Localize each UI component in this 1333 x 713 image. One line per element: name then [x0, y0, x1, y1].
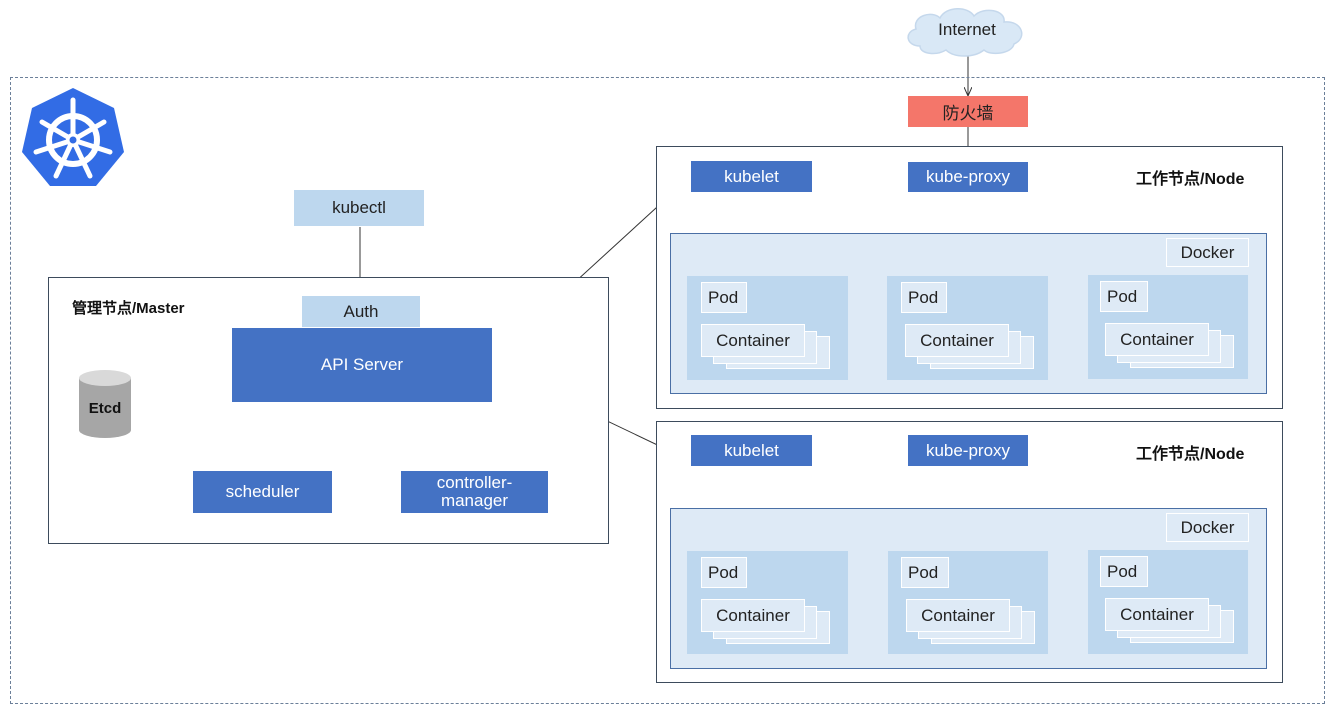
node-2-docker-label: Docker [1166, 513, 1249, 542]
kubernetes-helm-icon [18, 86, 128, 190]
master-title: 管理节点/Master [72, 300, 185, 317]
node-2-pod-3-label: Pod [1100, 556, 1148, 587]
firewall-box: 防火墙 [908, 96, 1028, 127]
auth-box: Auth [302, 296, 420, 327]
node-1-pod-2-container: Container [905, 324, 1009, 357]
internet-label: Internet [938, 20, 996, 39]
node-1-kube-proxy: kube-proxy [908, 162, 1028, 192]
internet-cloud: Internet [898, 2, 1036, 58]
node-2-pod-3-container: Container [1105, 598, 1209, 631]
node-2-title: 工作节点/Node [1136, 446, 1245, 463]
api-server-box: API Server [232, 328, 492, 402]
node-1-kubelet: kubelet [691, 161, 812, 192]
node-2-kube-proxy: kube-proxy [908, 435, 1028, 466]
node-2-pod-2-label: Pod [901, 557, 949, 588]
node-1-docker-label: Docker [1166, 238, 1249, 267]
node-1-pod-1-container: Container [701, 324, 805, 357]
controller-manager-box: controller- manager [401, 471, 548, 513]
kubectl-box: kubectl [294, 190, 424, 226]
node-2-pod-1-container: Container [701, 599, 805, 632]
node-1-pod-2-label: Pod [901, 282, 947, 313]
database-cylinder-icon [79, 370, 131, 438]
node-2-pod-2-container: Container [906, 599, 1010, 632]
cloud-icon [907, 8, 1023, 57]
scheduler-box: scheduler [193, 471, 332, 513]
etcd-label: Etcd [88, 400, 122, 417]
etcd-database: Etcd [78, 369, 132, 439]
node-2-pod-1-label: Pod [701, 557, 747, 588]
node-1-pod-3-container: Container [1105, 323, 1209, 356]
node-1-pod-3-label: Pod [1100, 281, 1148, 312]
cluster-frame [10, 77, 1325, 704]
node-1-pod-1-label: Pod [701, 282, 747, 313]
node-2-kubelet: kubelet [691, 435, 812, 466]
node-1-title: 工作节点/Node [1136, 171, 1245, 188]
